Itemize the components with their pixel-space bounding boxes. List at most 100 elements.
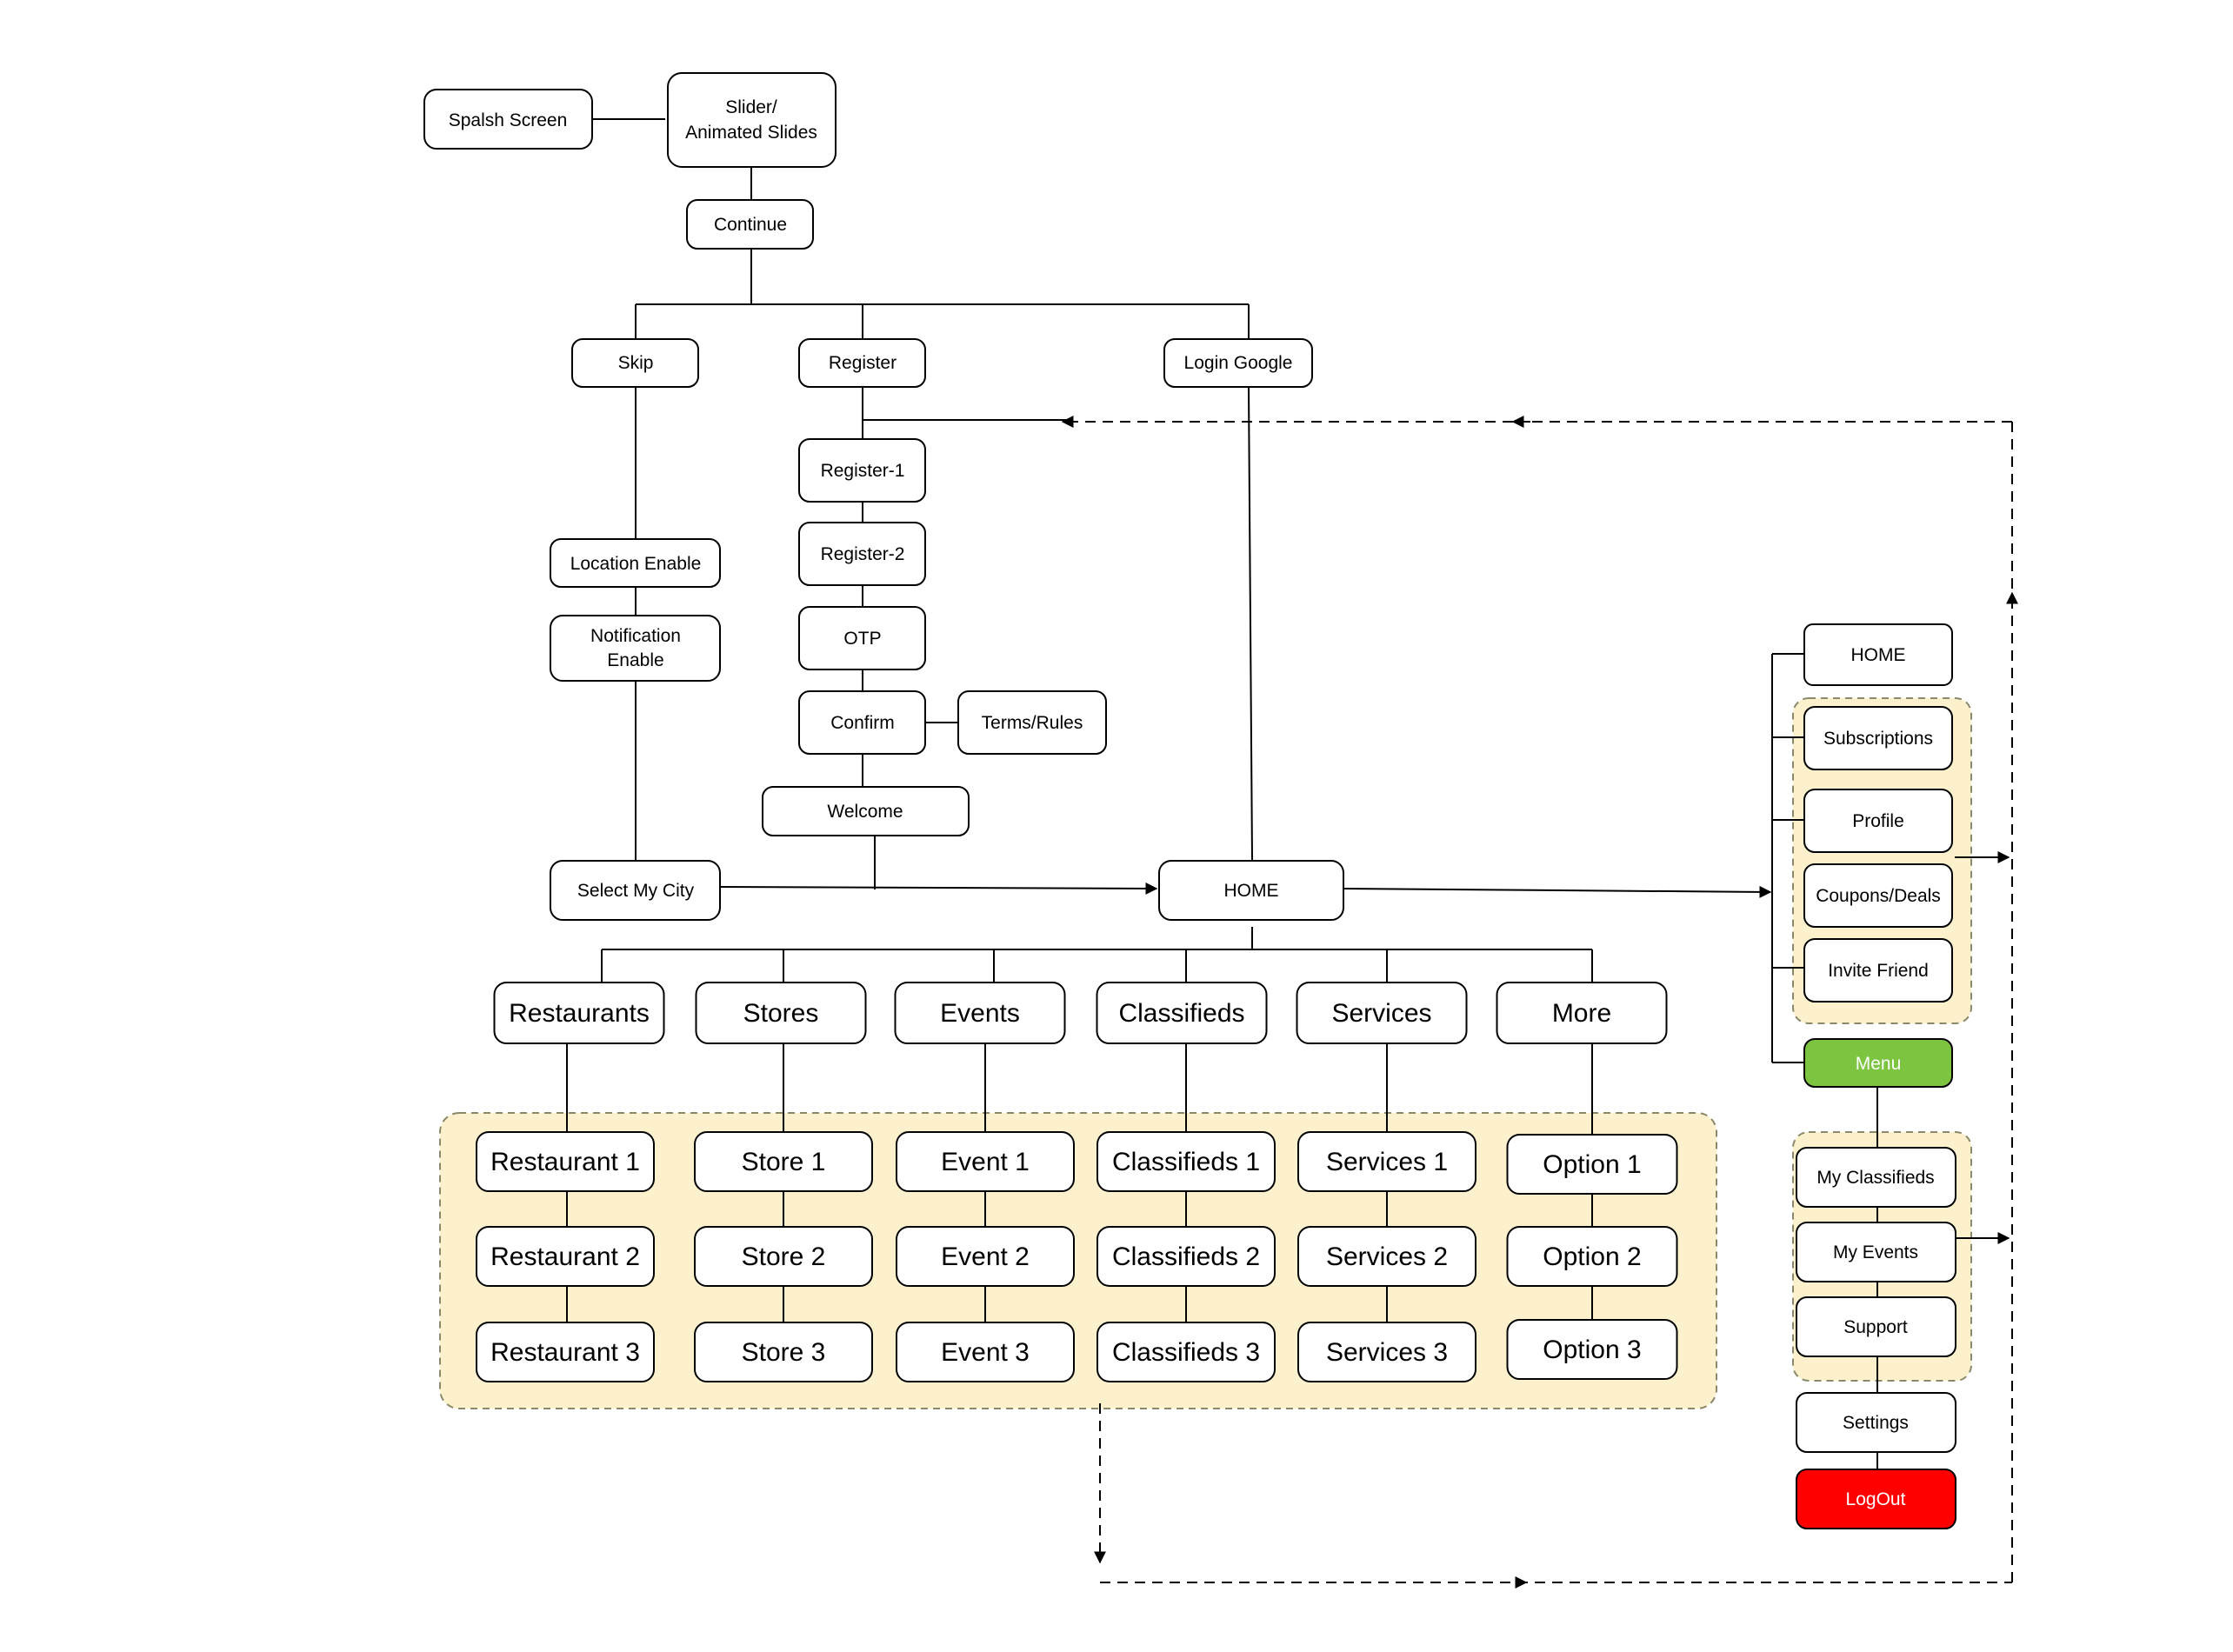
item-services-3-label: Services 3: [1326, 1338, 1448, 1367]
item-classifieds-1: Classifieds 1: [1097, 1131, 1276, 1192]
node-notification-enable: Notification Enable: [550, 615, 721, 682]
item-event-2: Event 2: [896, 1226, 1075, 1287]
category-more: More: [1496, 982, 1668, 1044]
category-more-label: More: [1552, 999, 1611, 1028]
arrow-connectors: [717, 851, 2010, 1244]
node-notification-label-2: Enable: [607, 650, 663, 670]
item-services-1: Services 1: [1297, 1131, 1476, 1192]
node-continue: Continue: [686, 199, 814, 250]
connectors: [566, 118, 1991, 1469]
menu-home: HOME: [1803, 623, 1953, 686]
item-event-3: Event 3: [896, 1322, 1075, 1382]
menu-subscriptions-label: Subscriptions: [1823, 729, 1933, 749]
item-store-1-label: Store 1: [742, 1148, 826, 1176]
item-restaurant-2-label: Restaurant 2: [490, 1242, 640, 1271]
item-restaurant-1-label: Restaurant 1: [490, 1148, 640, 1176]
menu-home-label: HOME: [1851, 645, 1906, 665]
item-event-2-label: Event 2: [941, 1242, 1030, 1271]
item-restaurant-3: Restaurant 3: [476, 1322, 655, 1382]
dashed-connectors: [1061, 416, 2018, 1589]
menu-settings-label: Settings: [1843, 1413, 1909, 1433]
item-restaurant-3-label: Restaurant 3: [490, 1338, 640, 1367]
category-services-label: Services: [1331, 999, 1431, 1028]
item-services-2: Services 2: [1297, 1226, 1476, 1287]
node-register-2: Register-2: [798, 522, 926, 586]
node-register-2-label: Register-2: [821, 544, 905, 564]
menu-logout-label: LogOut: [1846, 1489, 1906, 1509]
node-select-city: Select My City: [550, 860, 721, 921]
node-confirm: Confirm: [798, 690, 926, 755]
node-otp: OTP: [798, 606, 926, 670]
menu-my-classifieds-label: My Classifieds: [1816, 1168, 1934, 1188]
item-option-1-label: Option 1: [1543, 1150, 1641, 1179]
item-classifieds-3: Classifieds 3: [1097, 1322, 1276, 1382]
node-register-1: Register-1: [798, 438, 926, 503]
menu-invite: Invite Friend: [1803, 938, 1953, 1003]
item-store-1: Store 1: [694, 1131, 873, 1192]
node-splash-label: Spalsh Screen: [449, 110, 568, 130]
node-confirm-label: Confirm: [830, 713, 895, 733]
item-classifieds-1-label: Classifieds 1: [1112, 1148, 1260, 1176]
node-slider: Slider/ Animated Slides: [667, 72, 837, 168]
item-restaurant-2: Restaurant 2: [476, 1226, 655, 1287]
item-services-3: Services 3: [1297, 1322, 1476, 1382]
node-home-main-label: HOME: [1224, 881, 1279, 901]
item-store-3-label: Store 3: [742, 1338, 826, 1367]
category-classifieds: Classifieds: [1096, 982, 1268, 1044]
node-home-main: HOME: [1158, 860, 1344, 921]
menu-coupons: Coupons/Deals: [1803, 863, 1953, 928]
category-restaurants: Restaurants: [493, 982, 665, 1044]
node-skip-label: Skip: [618, 353, 654, 373]
item-store-2: Store 2: [694, 1226, 873, 1287]
node-continue-label: Continue: [714, 215, 787, 235]
menu-invite-label: Invite Friend: [1828, 961, 1929, 981]
node-welcome-label: Welcome: [827, 802, 903, 822]
menu-settings: Settings: [1796, 1392, 1956, 1453]
item-services-2-label: Services 2: [1326, 1242, 1448, 1271]
node-select-city-label: Select My City: [577, 881, 695, 901]
item-event-3-label: Event 3: [941, 1338, 1030, 1367]
node-location-enable-label: Location Enable: [570, 554, 702, 574]
menu-support: Support: [1796, 1296, 1956, 1357]
menu-profile-label: Profile: [1852, 811, 1904, 831]
item-option-2: Option 2: [1506, 1226, 1678, 1287]
node-register: Register: [798, 338, 926, 388]
node-otp-label: OTP: [843, 629, 881, 649]
node-skip: Skip: [571, 338, 699, 388]
item-restaurant-1: Restaurant 1: [476, 1131, 655, 1192]
category-events-label: Events: [940, 999, 1020, 1028]
node-splash: Spalsh Screen: [423, 89, 593, 150]
menu-menu-label: Menu: [1856, 1054, 1902, 1074]
menu-my-events-label: My Events: [1833, 1242, 1918, 1262]
item-option-3-label: Option 3: [1543, 1336, 1641, 1364]
menu-subscriptions: Subscriptions: [1803, 706, 1953, 770]
node-login-google-label: Login Google: [1184, 353, 1293, 373]
item-store-3: Store 3: [694, 1322, 873, 1382]
item-event-1-label: Event 1: [941, 1148, 1030, 1176]
item-option-1: Option 1: [1506, 1134, 1678, 1195]
node-register-1-label: Register-1: [821, 461, 905, 481]
item-store-2-label: Store 2: [742, 1242, 826, 1271]
category-restaurants-label: Restaurants: [509, 999, 650, 1028]
item-classifieds-3-label: Classifieds 3: [1112, 1338, 1260, 1367]
item-classifieds-2: Classifieds 2: [1097, 1226, 1276, 1287]
node-terms: Terms/Rules: [957, 690, 1107, 755]
menu-logout: LogOut: [1796, 1469, 1956, 1529]
category-events: Events: [894, 982, 1066, 1044]
category-stores-label: Stores: [743, 999, 819, 1028]
category-services: Services: [1296, 982, 1468, 1044]
menu-menu: Menu: [1803, 1038, 1953, 1088]
node-slider-label-1: Slider/: [725, 97, 777, 117]
item-event-1: Event 1: [896, 1131, 1075, 1192]
node-login-google: Login Google: [1163, 338, 1313, 388]
item-option-2-label: Option 2: [1543, 1242, 1641, 1271]
menu-support-label: Support: [1843, 1317, 1908, 1337]
node-register-label: Register: [829, 353, 897, 373]
menu-my-classifieds: My Classifieds: [1796, 1147, 1956, 1208]
menu-coupons-label: Coupons/Deals: [1816, 886, 1941, 906]
item-option-3: Option 3: [1506, 1319, 1678, 1380]
item-classifieds-2-label: Classifieds 2: [1112, 1242, 1260, 1271]
item-services-1-label: Services 1: [1326, 1148, 1448, 1176]
